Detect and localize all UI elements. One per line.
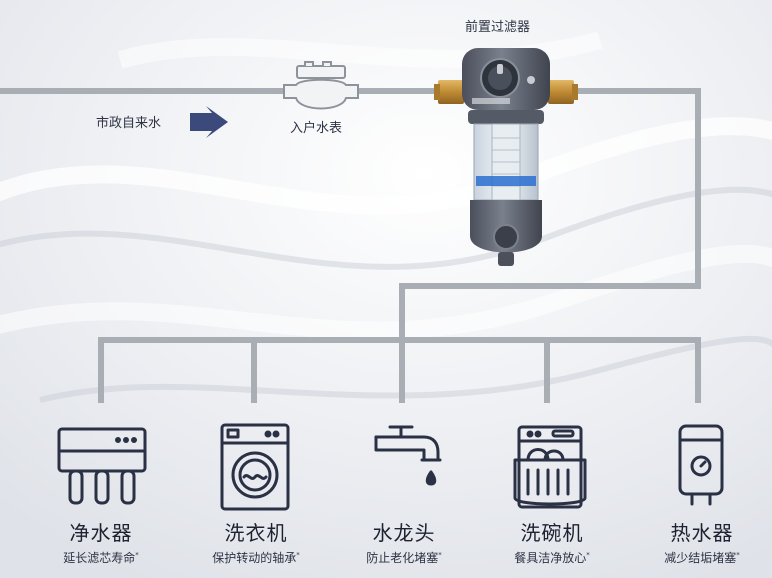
pre-filter-device bbox=[434, 48, 578, 266]
water-meter-icon bbox=[283, 61, 359, 110]
appliance-benefit-dishwasher: 餐具洁净放心* bbox=[514, 551, 590, 565]
meter-label: 入户水表 bbox=[290, 121, 343, 136]
faucet-icon bbox=[374, 425, 442, 486]
washing-machine-icon bbox=[220, 423, 290, 511]
water-purifier-icon bbox=[57, 427, 147, 505]
inlet-label: 市政自来水 bbox=[96, 116, 162, 131]
flow-arrow-icon bbox=[190, 106, 228, 138]
dishwasher-icon bbox=[513, 425, 587, 509]
appliance-benefit-heater: 减少结垢堵塞* bbox=[664, 551, 740, 565]
appliance-name-heater: 热水器 bbox=[670, 521, 734, 545]
pipes bbox=[0, 88, 701, 403]
appliance-benefit-washer: 保护转动的轴承* bbox=[212, 551, 300, 565]
appliance-name-purifier: 净水器 bbox=[69, 521, 133, 545]
appliance-benefit-purifier: 延长滤芯寿命* bbox=[63, 551, 139, 565]
appliance-name-faucet: 水龙头 bbox=[372, 521, 436, 545]
appliance-name-washer: 洗衣机 bbox=[224, 521, 288, 545]
appliance-benefit-faucet: 防止老化堵塞* bbox=[366, 551, 442, 565]
appliance-name-dishwasher: 洗碗机 bbox=[520, 521, 584, 545]
water-heater-icon bbox=[678, 424, 724, 506]
filter-label: 前置过滤器 bbox=[465, 20, 531, 35]
